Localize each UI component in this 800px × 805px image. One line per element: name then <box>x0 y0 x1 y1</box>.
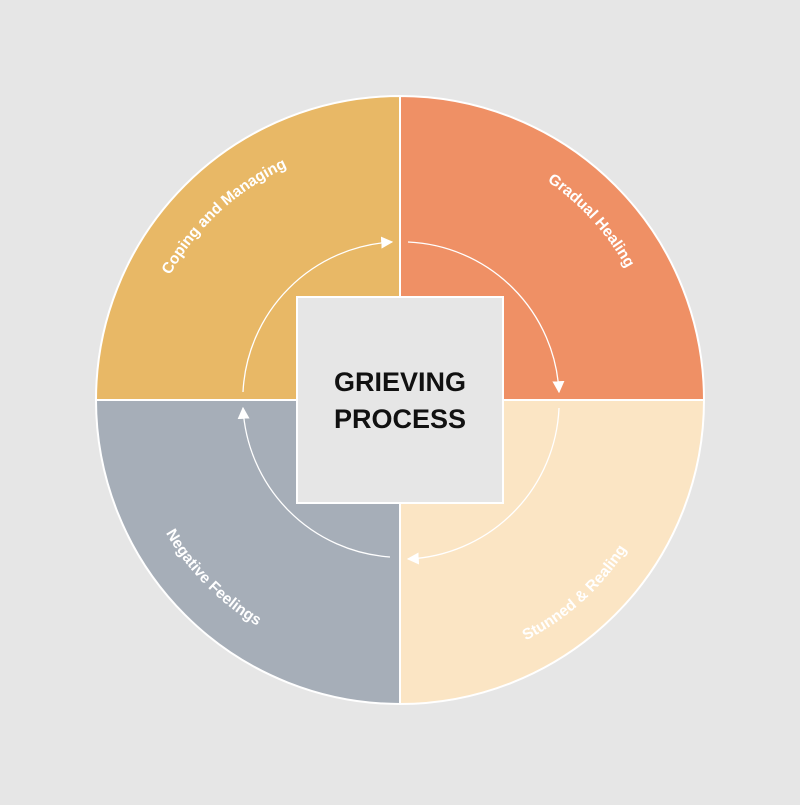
cycle-arrow-icon <box>242 236 394 393</box>
cycle-arrow-icon <box>406 407 560 565</box>
center-title-line-1: GRIEVING <box>334 367 466 397</box>
cycle-arrow-icon <box>407 241 565 394</box>
cycle-arrow-icon <box>237 406 391 558</box>
cycle-arrows <box>237 236 565 565</box>
center-title-line-2: PROCESS <box>334 404 466 434</box>
center-box <box>296 296 504 504</box>
